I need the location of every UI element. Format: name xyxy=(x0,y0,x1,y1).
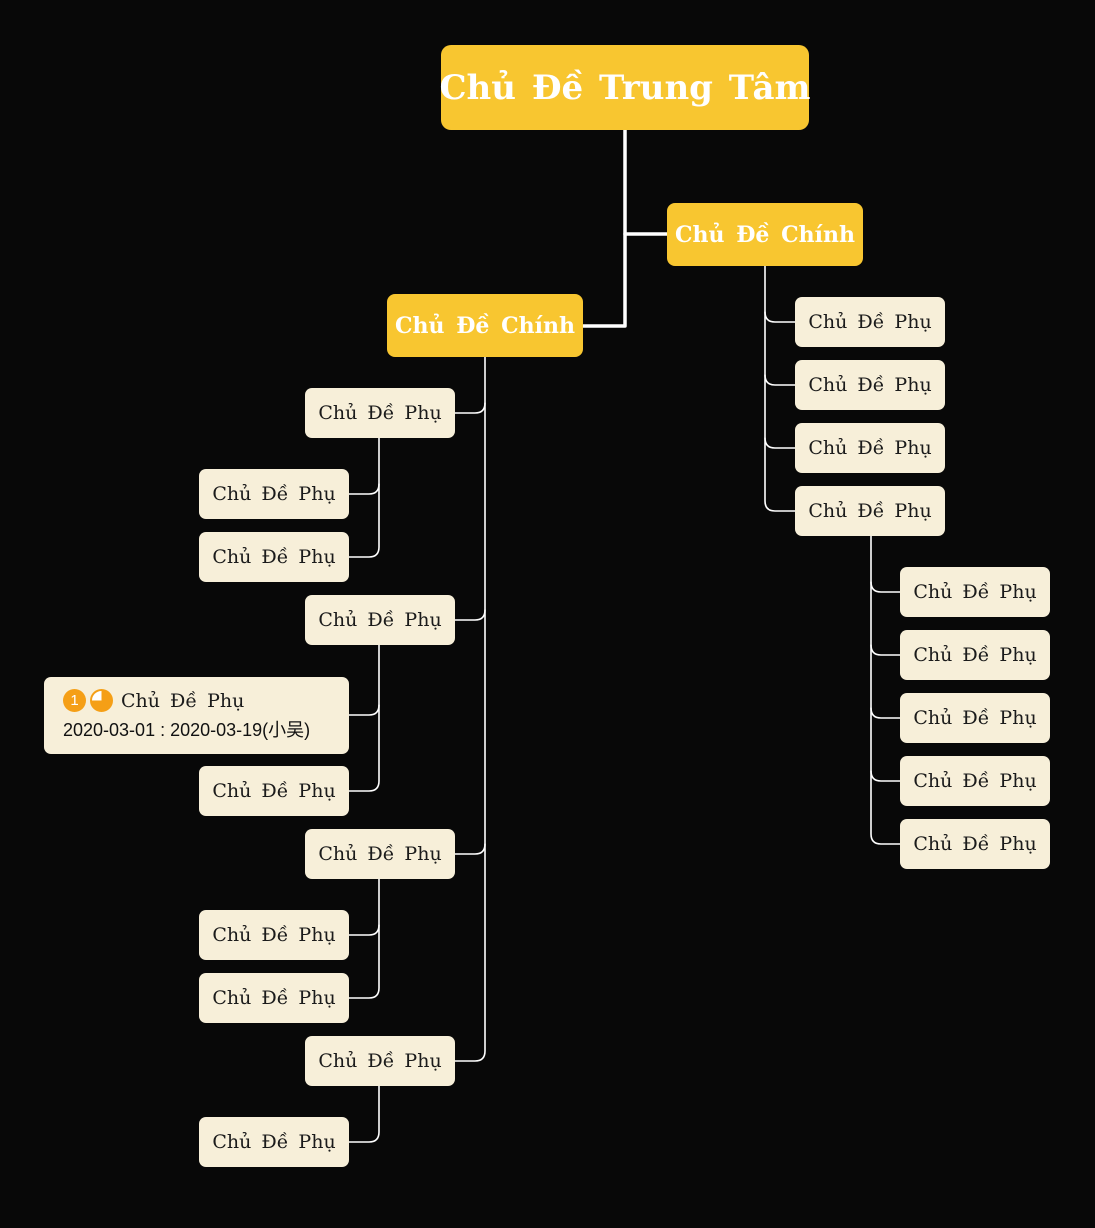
connector-left-sub-1 xyxy=(454,402,486,414)
connector-left-sub-3 xyxy=(454,843,486,855)
main-topic-left[interactable]: Chủ Đề Chính xyxy=(387,294,583,357)
connector-right-sub-2 xyxy=(764,374,796,386)
connector-central-to-right-main xyxy=(623,128,669,236)
connector-left-main-trunk xyxy=(454,356,486,1062)
connector-right-sub-1 xyxy=(764,311,796,323)
connector-left-sub1-child-1 xyxy=(348,483,380,495)
connector-central-to-left-main xyxy=(581,232,627,328)
priority-1-icon: 1 xyxy=(63,689,86,712)
subtopic-left-3-child-2[interactable]: Chủ Đề Phụ xyxy=(199,973,349,1023)
subtopic-left-2-child-2[interactable]: Chủ Đề Phụ xyxy=(199,766,349,816)
subtopic-right-4-child-1[interactable]: Chủ Đề Phụ xyxy=(900,567,1050,617)
subtopic-left-1-child-2[interactable]: Chủ Đề Phụ xyxy=(199,532,349,582)
connector-right-sub4-child-1 xyxy=(870,581,901,593)
progress-three-quarter-icon xyxy=(90,689,113,712)
connector-left-sub3-trunk xyxy=(348,878,380,999)
connector-right-sub4-child-3 xyxy=(870,707,901,719)
connector-left-sub1-trunk xyxy=(348,437,380,558)
subtopic-left-1[interactable]: Chủ Đề Phụ xyxy=(305,388,455,438)
subtopic-right-4-child-5[interactable]: Chủ Đề Phụ xyxy=(900,819,1050,869)
connector-left-sub3-child-1 xyxy=(348,924,380,936)
connector-right-sub4-trunk xyxy=(870,535,901,845)
subtopic-left-3[interactable]: Chủ Đề Phụ xyxy=(305,829,455,879)
connector-left-sub4-trunk xyxy=(348,1085,380,1143)
subtopic-right-4[interactable]: Chủ Đề Phụ xyxy=(795,486,945,536)
connector-right-main-trunk xyxy=(764,265,796,512)
subtopic-right-4-child-2[interactable]: Chủ Đề Phụ xyxy=(900,630,1050,680)
connector-left-sub2-child-1 xyxy=(348,704,380,716)
subtopic-left-4[interactable]: Chủ Đề Phụ xyxy=(305,1036,455,1086)
task-title: Chủ Đề Phụ xyxy=(121,689,245,712)
subtopic-right-3[interactable]: Chủ Đề Phụ xyxy=(795,423,945,473)
subtopic-right-2[interactable]: Chủ Đề Phụ xyxy=(795,360,945,410)
connector-left-sub-2 xyxy=(454,609,486,621)
subtopic-left-3-child-1[interactable]: Chủ Đề Phụ xyxy=(199,910,349,960)
subtopic-left-2[interactable]: Chủ Đề Phụ xyxy=(305,595,455,645)
subtopic-right-4-child-4[interactable]: Chủ Đề Phụ xyxy=(900,756,1050,806)
task-schedule: 2020-03-01 : 2020-03-19(小吴) xyxy=(63,720,311,740)
subtopic-left-2-child-1-task[interactable]: 1 Chủ Đề Phụ 2020-03-01 : 2020-03-19(小吴) xyxy=(44,677,349,754)
task-header: 1 Chủ Đề Phụ xyxy=(63,689,244,712)
central-topic[interactable]: Chủ Đề Trung Tâm xyxy=(439,45,811,130)
connector-right-sub-3 xyxy=(764,437,796,449)
subtopic-left-1-child-1[interactable]: Chủ Đề Phụ xyxy=(199,469,349,519)
subtopic-right-1[interactable]: Chủ Đề Phụ xyxy=(795,297,945,347)
main-topic-right[interactable]: Chủ Đề Chính xyxy=(667,203,863,266)
connector-right-sub4-child-2 xyxy=(870,644,901,656)
subtopic-right-4-child-3[interactable]: Chủ Đề Phụ xyxy=(900,693,1050,743)
connector-right-sub4-child-4 xyxy=(870,770,901,782)
subtopic-left-4-child-1[interactable]: Chủ Đề Phụ xyxy=(199,1117,349,1167)
connector-left-sub2-trunk xyxy=(348,644,380,792)
